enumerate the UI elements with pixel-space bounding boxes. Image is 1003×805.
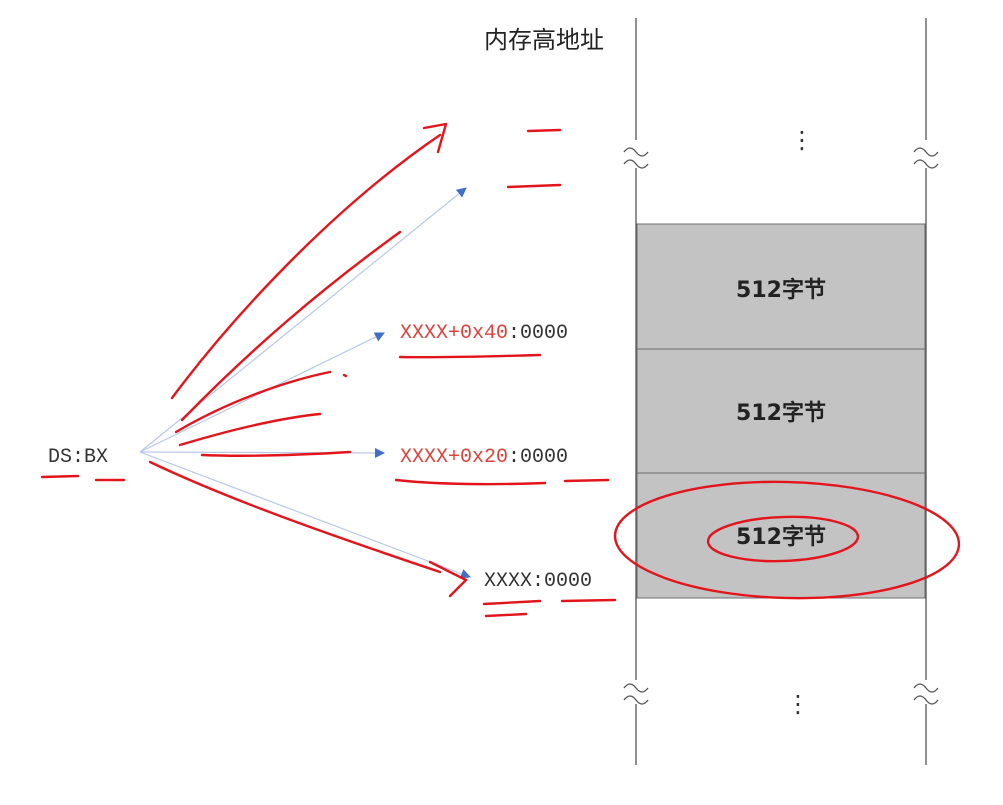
annotation-underline-dsbx-1 xyxy=(40,474,80,479)
memory-column-lines xyxy=(623,18,939,765)
annotation-sweep-2 xyxy=(180,230,402,422)
block-label-3: 512字节 xyxy=(736,524,826,550)
address-base-suffix: XXXX:0000 xyxy=(484,570,592,593)
address-0x20-prefix: XXXX+0x20 xyxy=(400,446,508,469)
annotation-sweep-3 xyxy=(174,370,332,434)
ellipsis-bottom: ⋮ xyxy=(786,690,810,718)
block-label-1: 512字节 xyxy=(736,277,826,303)
ellipsis-top: ⋮ xyxy=(790,126,814,154)
annotation-to-0x20 xyxy=(200,450,352,457)
address-0x40-suffix: :0000 xyxy=(508,322,568,345)
arrow-to-base xyxy=(139,451,471,579)
memory-block-3 xyxy=(636,472,926,599)
annotation-dot xyxy=(342,373,348,378)
annotation-dash-base xyxy=(560,598,617,603)
block-label-2: 512字节 xyxy=(736,400,826,426)
address-base: XXXX:0000 xyxy=(484,570,592,593)
annotation-underline-base-1 xyxy=(482,599,542,606)
annotation-circle-block xyxy=(613,480,961,600)
annotation-underline-base-2 xyxy=(484,612,528,618)
annotation-circle-label xyxy=(706,515,860,563)
address-0x40-prefix: XXXX+0x40 xyxy=(400,322,508,345)
annotation-sweep-arrowhead xyxy=(422,122,448,154)
title: 内存高地址 xyxy=(484,26,604,54)
address-0x40: XXXX+0x40:0000 xyxy=(400,322,568,345)
annotation-sweep-4 xyxy=(178,412,322,447)
annotation-dash-2 xyxy=(506,183,562,189)
annotation-to-base xyxy=(148,460,442,574)
source-label: DS:BX xyxy=(48,446,108,469)
memory-block-2 xyxy=(636,348,926,474)
address-0x20-suffix: :0000 xyxy=(508,446,568,469)
annotation-dash-1 xyxy=(526,128,562,133)
annotation-dash-0x20 xyxy=(563,478,610,483)
annotation-base-arrowhead xyxy=(428,560,468,598)
red-annotations xyxy=(40,122,961,618)
memory-blocks: 512字节 512字节 512字节 xyxy=(636,223,926,599)
annotation-underline-0x20 xyxy=(394,478,547,486)
annotation-underline-0x40 xyxy=(398,353,542,359)
annotation-sweep-arrow xyxy=(170,133,442,400)
memory-block-1 xyxy=(636,223,926,350)
address-0x20: XXXX+0x20:0000 xyxy=(400,446,568,469)
